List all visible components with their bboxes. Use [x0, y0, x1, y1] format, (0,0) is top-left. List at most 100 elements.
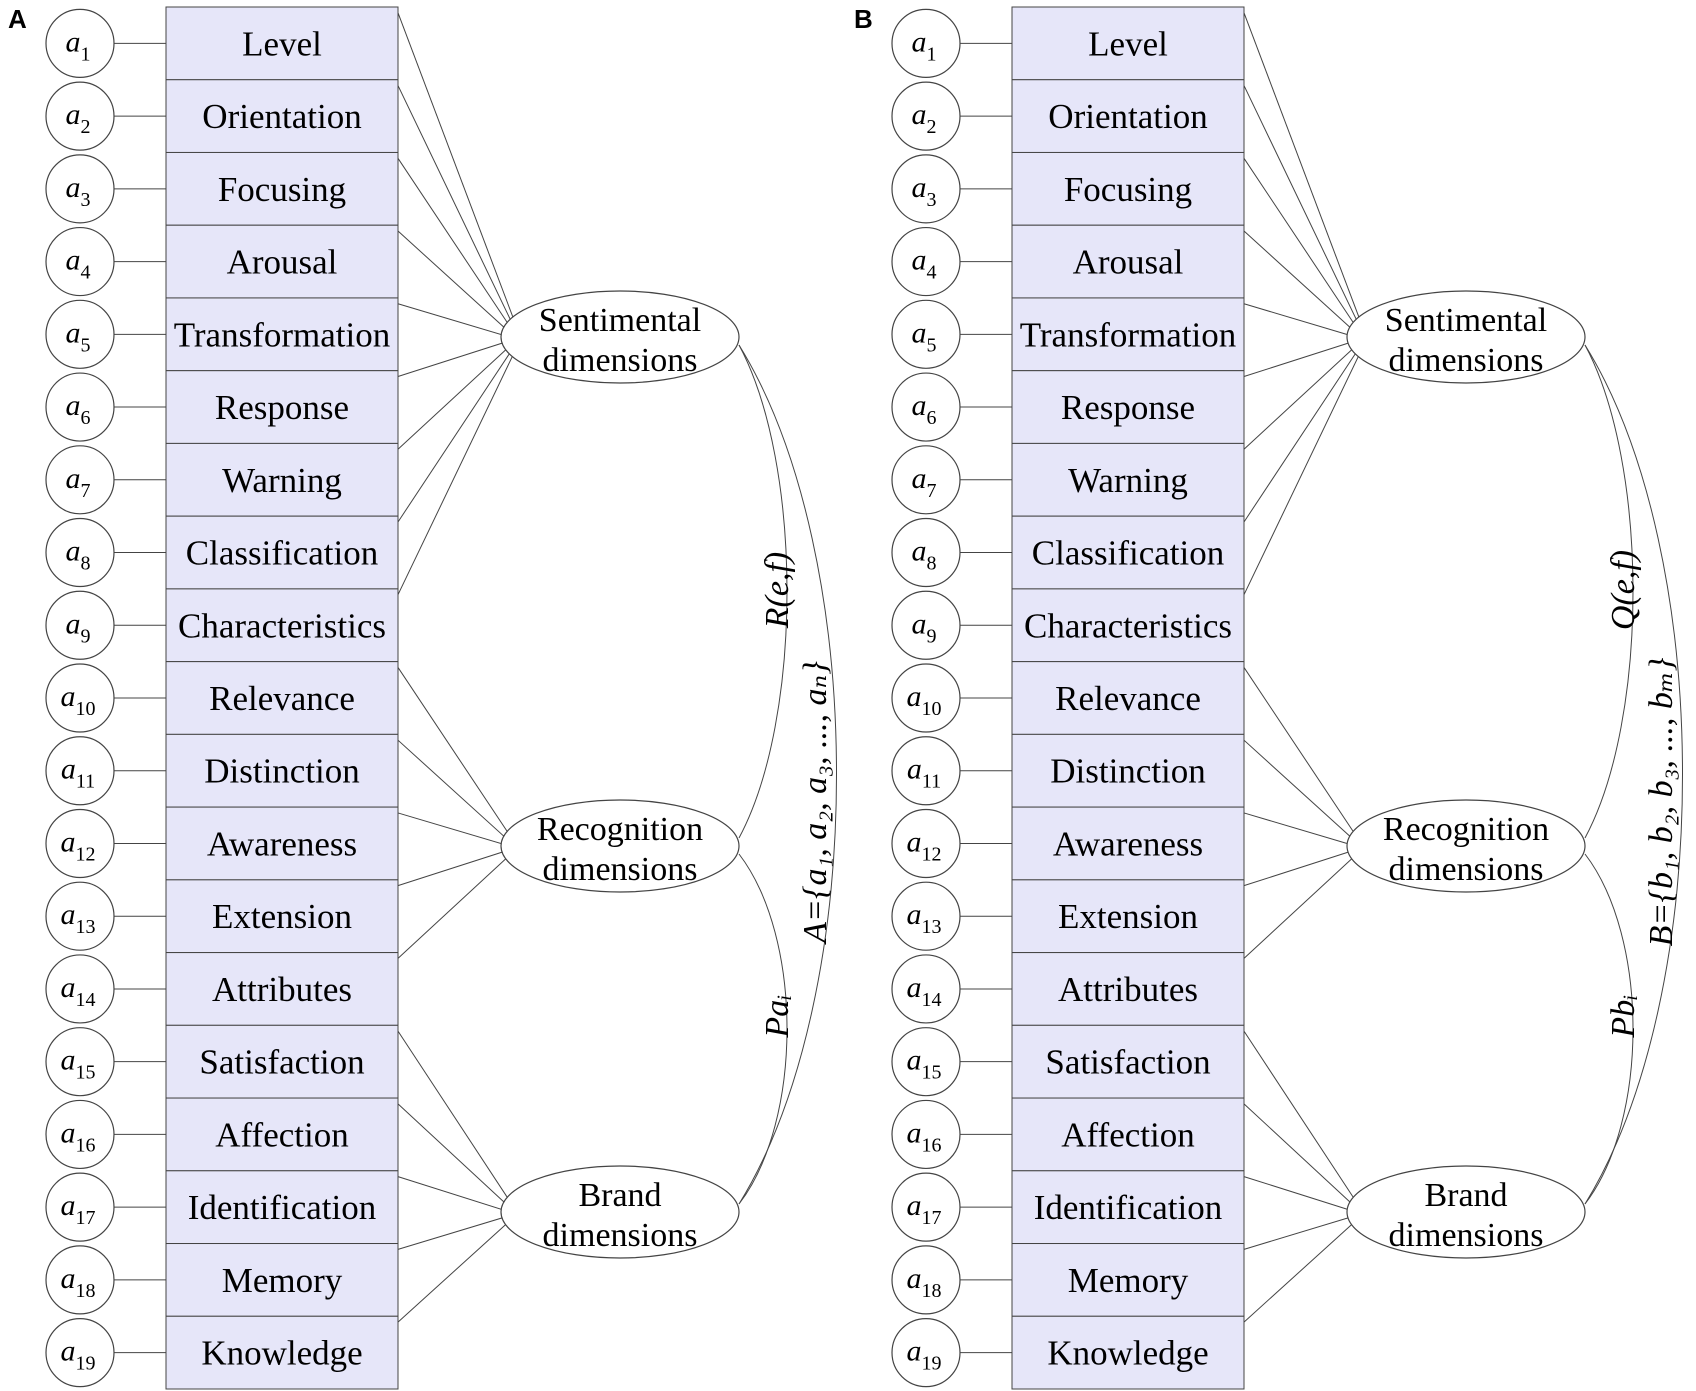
variable-subscript: 2: [81, 116, 91, 138]
variable-letter: a: [907, 971, 922, 1004]
variable-label: a18: [907, 1262, 942, 1302]
panel-letter: B: [854, 4, 873, 34]
indicator-box: [1011, 661, 1245, 735]
indicator-box: [1011, 1024, 1245, 1099]
item-dimension-link: [1243, 12, 1362, 323]
dimension-label-line1: Recognition: [1383, 811, 1549, 848]
panel-a: ALevela1Orientationa2Focusinga3Arousala4…: [8, 4, 837, 1390]
variable-label: a5: [66, 316, 91, 356]
indicator-box: [165, 79, 399, 153]
indicator-box: [165, 151, 399, 226]
indicator-label: Warning: [222, 461, 342, 500]
item-dimension-link: [397, 1176, 510, 1213]
variable-letter: a: [912, 462, 927, 495]
indicator-label: Satisfaction: [199, 1043, 364, 1082]
dimension-curve: [1584, 853, 1634, 1205]
variable-subscript: 15: [76, 1062, 96, 1084]
indicator-box: [165, 1024, 399, 1099]
variable-node: [45, 445, 115, 515]
variable-label: a5: [912, 316, 937, 356]
variable-letter: a: [61, 1044, 76, 1077]
variable-letter: a: [66, 389, 81, 422]
variable-label: a9: [912, 607, 937, 647]
variable-subscript: 5: [81, 334, 91, 356]
variable-node: [45, 517, 115, 588]
variable-subscript: 1: [927, 43, 937, 65]
dimension-label-line1: Recognition: [537, 811, 703, 848]
dimension-label-line1: Sentimental: [1385, 302, 1547, 339]
variable-node: [45, 154, 115, 224]
item-dimension-link: [397, 351, 516, 595]
variable-label: a16: [61, 1116, 96, 1156]
indicator-box: [165, 515, 399, 590]
variable-subscript: 6: [927, 407, 937, 429]
dimension-label-line2: dimensions: [1389, 342, 1544, 379]
variable-label: a8: [66, 535, 91, 575]
variable-label: a16: [907, 1116, 942, 1156]
indicator-label: Memory: [222, 1261, 343, 1300]
variable-label: a18: [61, 1262, 96, 1302]
dimension-label-line2: dimensions: [543, 851, 698, 888]
variable-label: a14: [907, 971, 942, 1011]
variable-label: a11: [61, 753, 95, 793]
indicator-label: Classification: [1032, 534, 1224, 573]
indicator-label: Distinction: [1050, 752, 1206, 791]
variable-subscript: 8: [81, 553, 91, 575]
dimension-node: [1346, 290, 1586, 384]
item-dimension-link: [1243, 158, 1359, 330]
variable-subscript: 9: [927, 625, 937, 647]
item-dimension-link: [397, 812, 510, 847]
variable-node: [45, 1172, 115, 1242]
variable-subscript: 11: [76, 771, 95, 793]
variable-label: a4: [912, 244, 937, 284]
variable-subscript: 14: [922, 989, 942, 1011]
indicator-label: Awareness: [1053, 824, 1203, 863]
variable-letter: a: [912, 607, 927, 640]
indicator-label: Characteristics: [178, 606, 386, 645]
indicator-label: Classification: [186, 534, 378, 573]
indicator-label: Characteristics: [1024, 606, 1232, 645]
indicator-label: Transformation: [1020, 315, 1236, 354]
indicator-label: Transformation: [174, 315, 390, 354]
indicator-label: Identification: [1034, 1188, 1223, 1227]
indicator-label: Memory: [1068, 1261, 1189, 1300]
variable-label: a6: [66, 389, 91, 429]
item-dimension-link: [397, 739, 511, 843]
variable-subscript: 6: [81, 407, 91, 429]
panel-letter: A: [8, 4, 27, 34]
dimension-curve: [1584, 344, 1634, 839]
variable-subscript: 5: [927, 334, 937, 356]
dimension-label-line2: dimensions: [543, 1217, 698, 1254]
weight-label: Paᵢ: [759, 994, 796, 1038]
variable-node: [45, 226, 115, 297]
indicator-box: [165, 1170, 399, 1245]
indicator-box: [165, 297, 399, 372]
indicator-label: Level: [242, 24, 322, 63]
variable-label: a9: [66, 607, 91, 647]
indicator-label: Attributes: [212, 970, 352, 1009]
variable-letter: a: [66, 462, 81, 495]
dimension-label-line1: Brand: [1424, 1177, 1507, 1214]
variable-letter: a: [66, 244, 81, 277]
variable-node: [891, 1172, 961, 1242]
variable-node: [891, 8, 961, 78]
variable-letter: a: [912, 98, 927, 131]
item-dimension-link: [1243, 347, 1360, 523]
variable-letter: a: [61, 1262, 76, 1295]
variable-letter: a: [66, 98, 81, 131]
item-dimension-link: [1243, 303, 1356, 338]
relation-label: Q(e,f): [1605, 550, 1642, 630]
indicator-box: [1011, 952, 1245, 1026]
item-dimension-link: [397, 852, 513, 959]
indicator-box: [165, 224, 399, 299]
indicator-box: [165, 952, 399, 1026]
item-dimension-link: [397, 158, 513, 330]
item-dimension-link: [397, 1030, 513, 1205]
dimension-node: [500, 1165, 740, 1259]
variable-letter: a: [907, 1335, 922, 1368]
indicator-label: Level: [1088, 24, 1168, 63]
indicator-label: Knowledge: [1047, 1334, 1208, 1373]
indicator-box: [165, 1315, 399, 1390]
variable-letter: a: [66, 171, 81, 204]
item-dimension-link: [397, 303, 510, 338]
